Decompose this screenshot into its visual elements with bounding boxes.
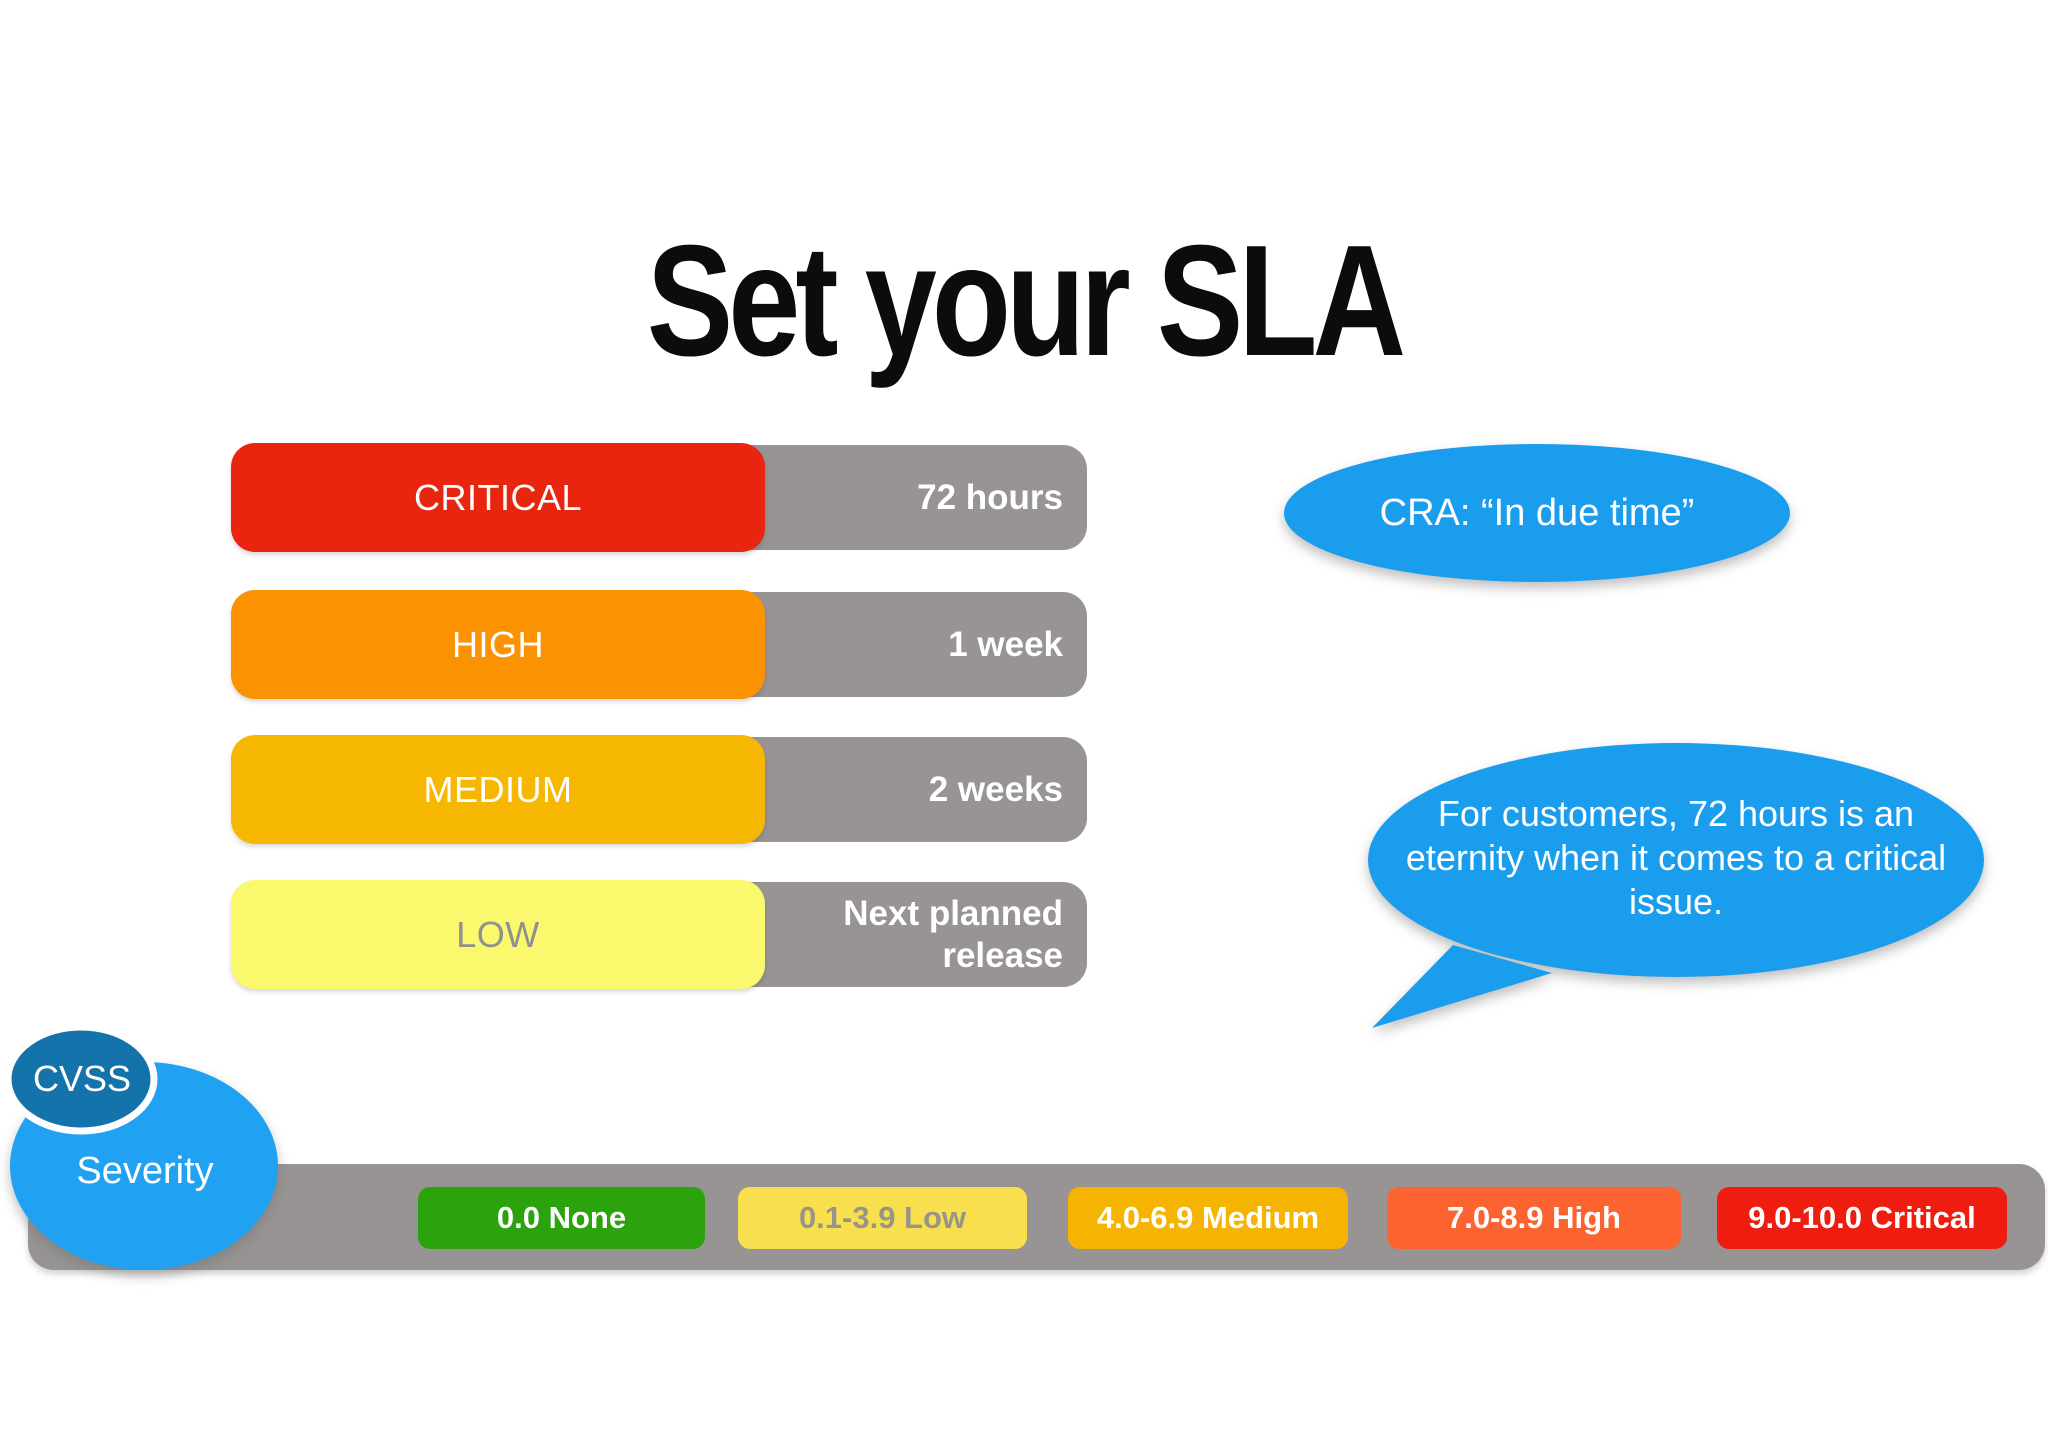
cvss-badge-high: 7.0-8.9 High <box>1387 1187 1681 1249</box>
cvss-badge-none: 0.0 None <box>418 1187 705 1249</box>
sla-time-critical: 72 hours <box>917 477 1063 517</box>
cvss-scale-bar <box>28 1164 2045 1270</box>
cra-bubble-text: CRA: “In due time” <box>1379 492 1695 534</box>
sla-row-low: LOW Next planned release <box>231 880 1087 989</box>
cvss-circle <box>4 1023 158 1135</box>
slide-title: Set your SLA <box>646 213 1406 389</box>
cvss-badge-medium: 4.0-6.9 Medium <box>1068 1187 1348 1249</box>
customer-bubble-ellipse <box>1368 743 1984 977</box>
severity-bar-low: LOW <box>231 880 765 989</box>
cvss-circle-label: CVSS <box>32 1058 132 1099</box>
severity-bar-high: HIGH <box>231 590 765 699</box>
sla-row-high: HIGH 1 week <box>231 590 1087 699</box>
cra-callout-bubble <box>1284 444 1790 582</box>
speech-bubble-tail <box>1372 945 1552 1028</box>
sla-row-critical: CRITICAL 72 hours <box>231 443 1087 552</box>
sla-time-low: Next planned release <box>843 894 1063 975</box>
cvss-severity-circles <box>4 1023 278 1270</box>
cra-bubble-ellipse <box>1284 444 1790 582</box>
severity-circle-label: Severity <box>76 1150 214 1192</box>
severity-bar-medium: MEDIUM <box>231 735 765 844</box>
cvss-badge-low: 0.1-3.9 Low <box>738 1187 1027 1249</box>
severity-bar-critical: CRITICAL <box>231 443 765 552</box>
sla-time-high: 1 week <box>948 624 1063 664</box>
customer-bubble-text: For customers, 72 hours is an eternity w… <box>1405 793 1947 922</box>
cvss-badge-critical: 9.0-10.0 Critical <box>1717 1187 2007 1249</box>
sla-row-medium: MEDIUM 2 weeks <box>231 735 1087 844</box>
sla-time-medium: 2 weeks <box>928 769 1063 809</box>
customer-callout-bubble <box>1368 743 1984 1028</box>
